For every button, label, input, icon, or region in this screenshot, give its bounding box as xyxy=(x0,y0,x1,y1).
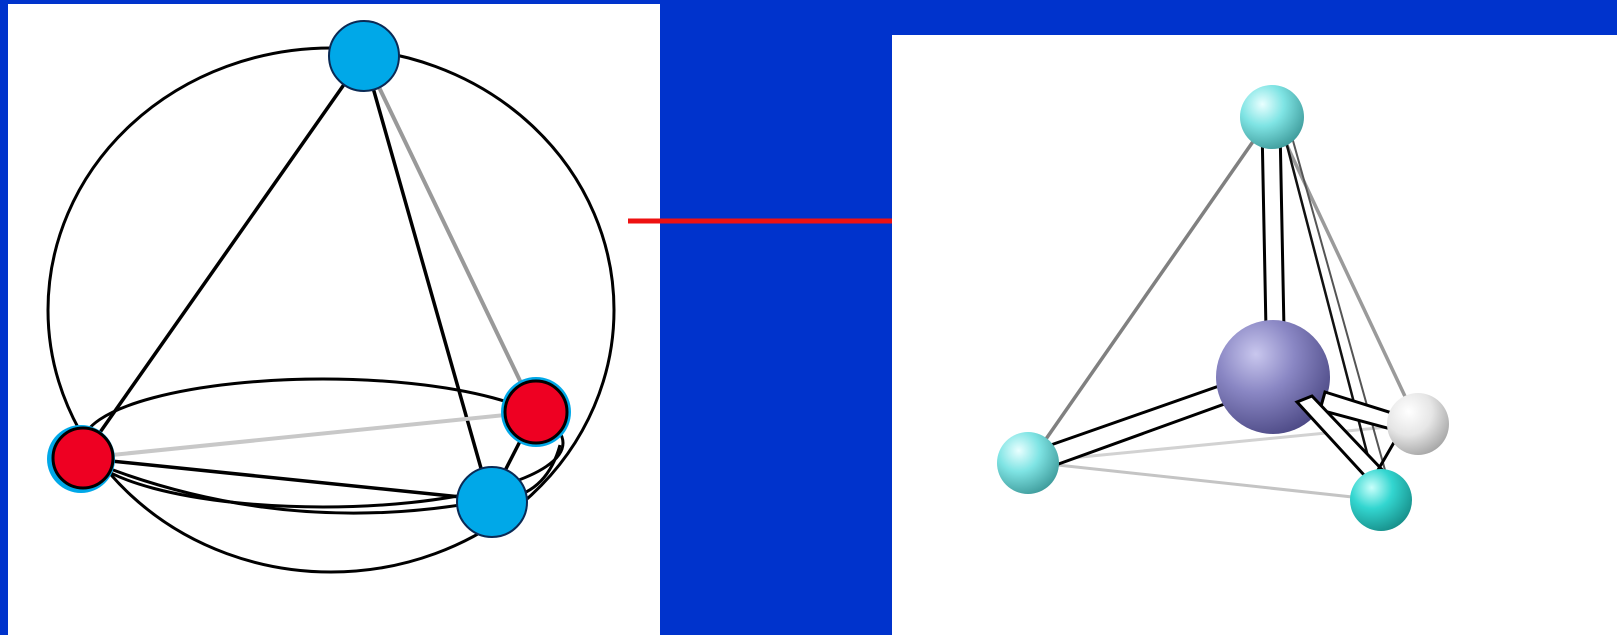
right-white-atom xyxy=(1387,393,1449,455)
top-blue-node xyxy=(328,20,400,92)
bond-top-bottom-b xyxy=(1289,129,1393,496)
bond-lightgrey-left-bottom xyxy=(1029,460,1381,502)
edge-top-right-grey xyxy=(362,55,537,413)
edge-top-bottom xyxy=(362,55,492,501)
bond-lightgrey-left-white xyxy=(1029,422,1419,464)
left-cyan-atom xyxy=(997,432,1059,494)
bond-top-bottom-a xyxy=(1281,129,1380,496)
edge-top-left xyxy=(80,54,366,460)
edge-left-right-grey xyxy=(81,410,536,460)
right-model xyxy=(892,35,1617,635)
top-cyan-atom xyxy=(1240,85,1304,149)
right-red-node xyxy=(503,379,569,445)
arc-left-to-bottom xyxy=(81,456,491,515)
bond-top-center xyxy=(1260,124,1286,332)
bond-grey-top-white xyxy=(1273,119,1420,425)
left-red-node xyxy=(51,426,115,490)
bottom-cyan-atom xyxy=(1350,469,1412,531)
edge-left-bottom xyxy=(81,456,491,502)
left-panel xyxy=(8,4,660,635)
left-diagram xyxy=(8,4,660,635)
bond-grey-top-left xyxy=(1028,119,1270,463)
bottom-right-blue-node xyxy=(456,466,528,538)
